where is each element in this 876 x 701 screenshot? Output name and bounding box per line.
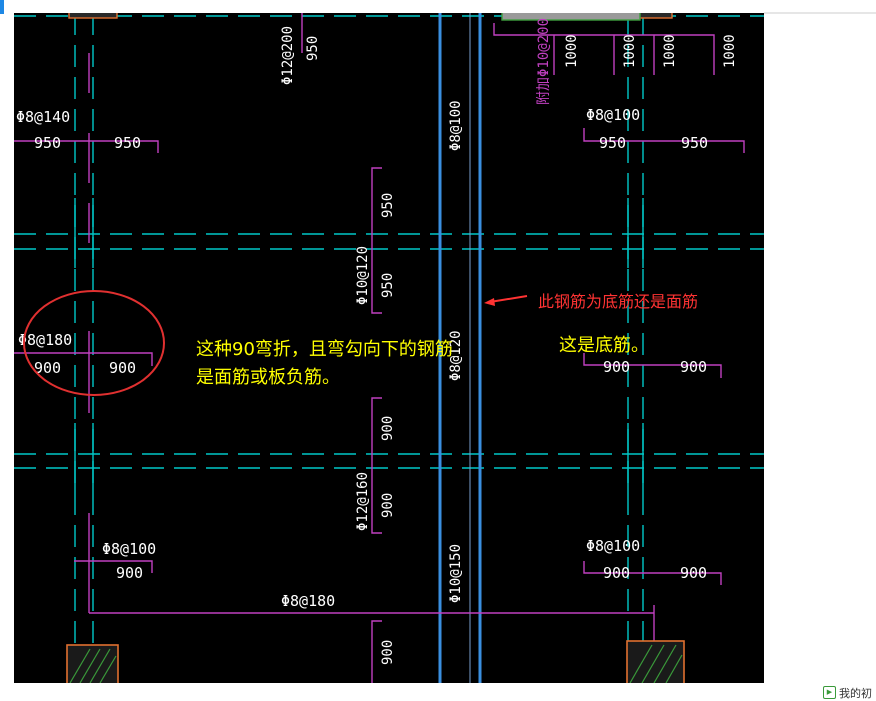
dim-top-1000-b: 1000 <box>622 34 638 68</box>
drawing-canvas: Φ8@140 950 950 Φ8@180 900 900 Φ8@100 900… <box>14 13 764 683</box>
dim-mid-1a: 950 <box>380 193 396 218</box>
dim-top-a: 950 <box>305 36 321 61</box>
dim-right-3b: 900 <box>680 564 707 582</box>
rebar-label-right-1: Φ8@100 <box>586 106 640 124</box>
column-top-left <box>68 13 118 19</box>
rebar-left-3 <box>74 560 153 573</box>
rebar-label-bottom: Φ8@180 <box>281 592 335 610</box>
dim-left-3: 900 <box>116 564 143 582</box>
top-accent-bar <box>0 0 4 14</box>
column-bottom-left <box>66 644 119 683</box>
rebar-lines <box>14 13 745 683</box>
rebar-label-top-a: Φ12@200 <box>280 26 296 85</box>
dim-top-1000-d: 1000 <box>722 34 738 68</box>
dim-top-1000-a: 1000 <box>564 34 580 68</box>
column-stubs <box>74 198 644 493</box>
dim-right-1b: 950 <box>681 134 708 152</box>
note-answer: 这是底筋。 <box>559 335 649 356</box>
bottom-bar <box>0 683 876 699</box>
play-icon: ▶ <box>823 686 836 699</box>
rebar-label-vert-2: Φ8@120 <box>448 330 464 381</box>
rebar-label-left-2: Φ8@180 <box>18 331 72 349</box>
rebar-left-2 <box>14 352 153 366</box>
dim-top-1000-c: 1000 <box>662 34 678 68</box>
dim-mid-2a: 900 <box>380 416 396 441</box>
dim-left-2a: 900 <box>34 359 61 377</box>
dim-right-1a: 950 <box>599 134 626 152</box>
dim-mid-2b: 900 <box>380 493 396 518</box>
rebar-top-right <box>493 23 715 75</box>
cad-drawing[interactable]: Φ8@140 950 950 Φ8@180 900 900 Φ8@100 900… <box>14 13 764 683</box>
column-top-mid <box>501 13 641 21</box>
highlight-circle <box>23 290 165 396</box>
rebar-mid-3 <box>371 620 382 683</box>
column-top-right <box>635 13 673 19</box>
top-divider <box>764 12 876 14</box>
column-boxes <box>66 13 685 683</box>
rebar-label-vert-1: Φ8@100 <box>448 100 464 151</box>
note-left-line2: 是面筋或板负筋。 <box>196 367 340 388</box>
rebar-label-mid-2: Φ12@160 <box>355 472 371 531</box>
rebar-mid-1 <box>371 167 382 314</box>
rebar-label-top-magenta: 附加Φ10@200 <box>536 18 552 105</box>
dim-right-2a: 900 <box>603 358 630 376</box>
beam-lines <box>438 13 482 683</box>
note-arrow-question: 此钢筋为底筋还是面筋 <box>538 292 698 311</box>
dim-mid-1b: 950 <box>380 273 396 298</box>
rebar-label-mid-1: Φ10@120 <box>355 246 371 305</box>
dim-left-1b: 950 <box>114 134 141 152</box>
rebar-label-right-3: Φ8@100 <box>586 537 640 555</box>
my-video-button[interactable]: ▶ 我的初 <box>823 686 872 700</box>
column-bottom-right <box>626 640 685 683</box>
rebar-label-left-3: Φ8@100 <box>102 540 156 558</box>
note-left-line1: 这种90弯折，且弯勾向下的钢筋 <box>196 339 453 360</box>
rebar-label-left-1: Φ8@140 <box>16 108 70 126</box>
dim-right-3a: 900 <box>603 564 630 582</box>
rebar-right-3 <box>583 561 722 585</box>
dim-right-2b: 900 <box>680 358 707 376</box>
rebar-right-1 <box>583 128 745 153</box>
my-video-label: 我的初 <box>839 686 872 700</box>
rebar-label-vert-3: Φ10@150 <box>448 544 464 603</box>
dim-left-2b: 900 <box>109 359 136 377</box>
arrow-icon <box>484 295 528 306</box>
dim-left-1a: 950 <box>34 134 61 152</box>
rebar-right-2 <box>583 353 722 378</box>
rebar-mid-2 <box>371 397 382 534</box>
rebar-left-1 <box>14 140 159 153</box>
dim-mid-3: 900 <box>380 640 396 665</box>
